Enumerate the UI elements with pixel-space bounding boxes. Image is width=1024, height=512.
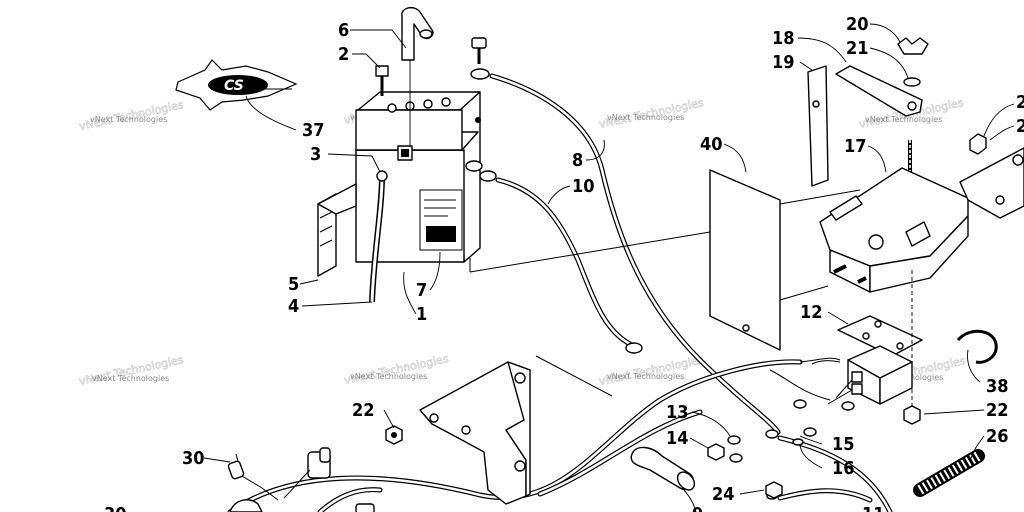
tray-nut — [903, 270, 921, 425]
callout-13: 13 — [666, 402, 689, 423]
callout-26: 26 — [986, 426, 1009, 447]
callout-labels: 6 2 37 3 5 4 7 1 8 10 40 18 19 20 21 17 … — [104, 14, 1024, 512]
callout-22: 22 — [352, 400, 375, 421]
callout-5: 5 — [288, 274, 299, 295]
hold-down-plate — [469, 169, 861, 351]
callout-2-right-b: 2 — [1016, 116, 1024, 137]
callout-17: 17 — [844, 136, 867, 157]
battery-pad — [317, 183, 357, 277]
callout-37: 37 — [302, 120, 325, 141]
watermark: vNext Technologies — [607, 113, 684, 122]
callout-30-bottom: 30 — [104, 504, 127, 512]
terminal-boot — [401, 6, 434, 146]
callout-7: 8 — [572, 150, 583, 171]
watermark: vNext Technologies — [350, 372, 427, 381]
callout-20: 20 — [846, 14, 869, 35]
callout-40: 40 — [700, 134, 723, 155]
callout-21: 21 — [846, 38, 869, 59]
wiring-harness — [227, 357, 841, 512]
callout-18: 18 — [772, 28, 795, 49]
terminal-screw — [375, 65, 389, 96]
watermark: vNext Technologies — [92, 374, 169, 383]
callout-24: 24 — [712, 484, 735, 505]
cable-boot — [630, 446, 696, 491]
spring — [913, 449, 985, 497]
callout-15: 15 — [832, 434, 855, 455]
cable-screw — [471, 37, 487, 64]
callout-2-right-a: 2 — [1016, 92, 1024, 113]
callout-12: 12 — [800, 302, 823, 323]
callout-6: 7 — [416, 280, 427, 301]
leader-lines — [203, 23, 1015, 512]
wing-nut — [897, 37, 929, 87]
callout-1: 1 — [416, 304, 427, 325]
callout-8: 6 — [338, 20, 349, 41]
callout-11: 11 — [862, 504, 885, 512]
positive-cable — [470, 68, 781, 435]
callout-2: 2 — [338, 44, 349, 65]
battery-tray — [819, 133, 1024, 293]
logo-text: CS — [224, 78, 244, 94]
watermark: vNext Technologies — [865, 115, 942, 124]
terminal-hardware — [707, 399, 855, 500]
watermark: vNext Technologies — [343, 352, 450, 387]
callout-3: 3 — [310, 144, 321, 165]
callout-4: 4 — [288, 296, 299, 317]
watermark: vNext Technologies — [607, 372, 684, 381]
ground-cable — [465, 160, 643, 354]
watermark: vNext Technologies — [90, 115, 167, 124]
starter-solenoid — [811, 345, 913, 405]
callout-38: 38 — [986, 376, 1009, 397]
callout-9: 9 — [692, 504, 703, 512]
snap-ring — [956, 329, 998, 364]
callout-16: 16 — [832, 458, 855, 479]
callout-14: 14 — [666, 428, 689, 449]
callout-22-right: 22 — [986, 400, 1009, 421]
hold-down-bar — [835, 65, 923, 117]
fuse-holder — [227, 447, 375, 512]
strap — [807, 65, 829, 187]
nut — [385, 425, 403, 445]
callout-10: 10 — [572, 176, 595, 197]
frame-bracket — [419, 355, 613, 505]
logo-decal: CS — [175, 59, 298, 111]
solenoid-bracket — [837, 315, 923, 357]
callout-19: 19 — [772, 52, 795, 73]
callout-30: 30 — [182, 448, 205, 469]
